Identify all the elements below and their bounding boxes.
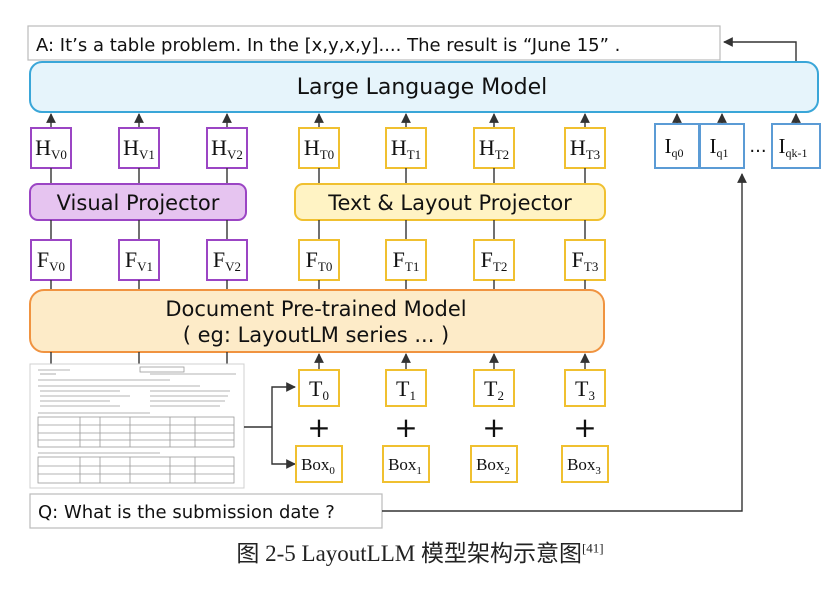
answer-box [27, 25, 721, 61]
box2-label: Box2 [476, 455, 510, 477]
caption-main: 图 2-5 LayoutLLM 模型架构示意图 [236, 541, 582, 566]
visual-projector-box [29, 183, 247, 221]
f-t3-box [564, 239, 606, 281]
h-v1-box [118, 127, 160, 169]
h-t3-label: HT3 [570, 135, 600, 162]
image-to-docmodel-lines [50, 352, 228, 364]
f-t1-box [385, 239, 427, 281]
box-tokens: Box0 Box1 Box2 Box3 [295, 445, 609, 483]
t1-box [385, 369, 427, 407]
caption-ref: [41] [581, 540, 604, 556]
plus-sign-3: + [573, 411, 596, 444]
f-v0-label: FV0 [37, 247, 65, 274]
t1-label: T1 [396, 376, 416, 403]
document-model-label-line1: Document Pre-trained Model [165, 297, 466, 321]
h-t3-box [564, 127, 606, 169]
t3-box [564, 369, 606, 407]
iq1-label: Iq1 [710, 134, 729, 160]
iqk-box [771, 123, 821, 169]
box1-box [382, 445, 430, 483]
h-text-tokens: HT0 HT1 HT2 HT3 [298, 127, 606, 169]
h-t0-label: HT0 [304, 135, 334, 162]
projector-to-f-lines [50, 220, 586, 240]
f-v1-label: FV1 [125, 247, 153, 274]
iqk-label: Iqk-1 [779, 134, 808, 160]
box3-label: Box3 [567, 455, 601, 477]
f-text-tokens: FT0 FT1 FT2 FT3 [298, 239, 606, 281]
question-arrow [382, 173, 747, 512]
h-v0-label: HV0 [35, 135, 67, 162]
plus-sign-1: + [394, 411, 417, 444]
f-visual-tokens: FV0 FV1 FV2 [30, 239, 248, 281]
t0-label: T0 [309, 376, 329, 403]
llm-label: Large Language Model [297, 75, 548, 100]
query-ellipsis: ... [749, 136, 766, 157]
query-tokens: Iq0 Iq1 ... Iqk-1 [654, 123, 821, 169]
h-to-projector-lines [50, 168, 586, 184]
f-v0-box [30, 239, 72, 281]
answer-text: A: It’s a table problem. In the [x,y,x,y… [36, 35, 620, 56]
plus-signs: + + + + [307, 411, 596, 444]
t0-box [298, 369, 340, 407]
t2-label: T2 [484, 376, 504, 403]
f-t2-label: FT2 [481, 247, 508, 274]
h-t2-label: HT2 [479, 135, 509, 162]
t-tokens: T0 T1 T2 T3 [298, 353, 606, 407]
text-layout-projector-box [294, 183, 606, 221]
f-t0-label: FT0 [306, 247, 333, 274]
plus-sign-0: + [307, 411, 330, 444]
box2-box [470, 445, 518, 483]
figure-caption: 图 2-5 LayoutLLM 模型架构示意图[41] [0, 534, 840, 568]
text-layout-projector-label: Text & Layout Projector [327, 191, 572, 215]
f-v2-label: FV2 [213, 247, 241, 274]
h-v1-label: HV1 [123, 135, 155, 162]
visual-projector-label: Visual Projector [57, 191, 220, 215]
h-to-llm-arrows [46, 113, 801, 128]
document-model-box [29, 289, 605, 353]
t2-box [473, 369, 515, 407]
document-image [29, 363, 245, 489]
box0-label: Box0 [301, 455, 335, 477]
llm-box [29, 61, 819, 113]
iq0-label: Iq0 [665, 134, 684, 160]
f-t1-label: FT1 [393, 247, 420, 274]
h-v2-box [206, 127, 248, 169]
f-v1-box [118, 239, 160, 281]
document-model-label-line2: ( eg: LayoutLM series ... ) [183, 323, 450, 347]
document-branch-arrows [244, 382, 296, 469]
h-visual-tokens: HV0 HV1 HV2 [30, 127, 248, 169]
box0-box [295, 445, 343, 483]
plus-sign-2: + [482, 411, 505, 444]
t3-label: T3 [575, 376, 595, 403]
f-to-docmodel-lines [50, 280, 586, 290]
question-text: Q: What is the submission date ? [38, 502, 335, 523]
answer-arrow [723, 37, 797, 62]
h-v2-label: HV2 [211, 135, 243, 162]
h-t1-label: HT1 [391, 135, 421, 162]
box1-label: Box1 [388, 455, 422, 477]
box3-box [561, 445, 609, 483]
iq1-box [699, 123, 745, 169]
f-t3-label: FT3 [572, 247, 599, 274]
